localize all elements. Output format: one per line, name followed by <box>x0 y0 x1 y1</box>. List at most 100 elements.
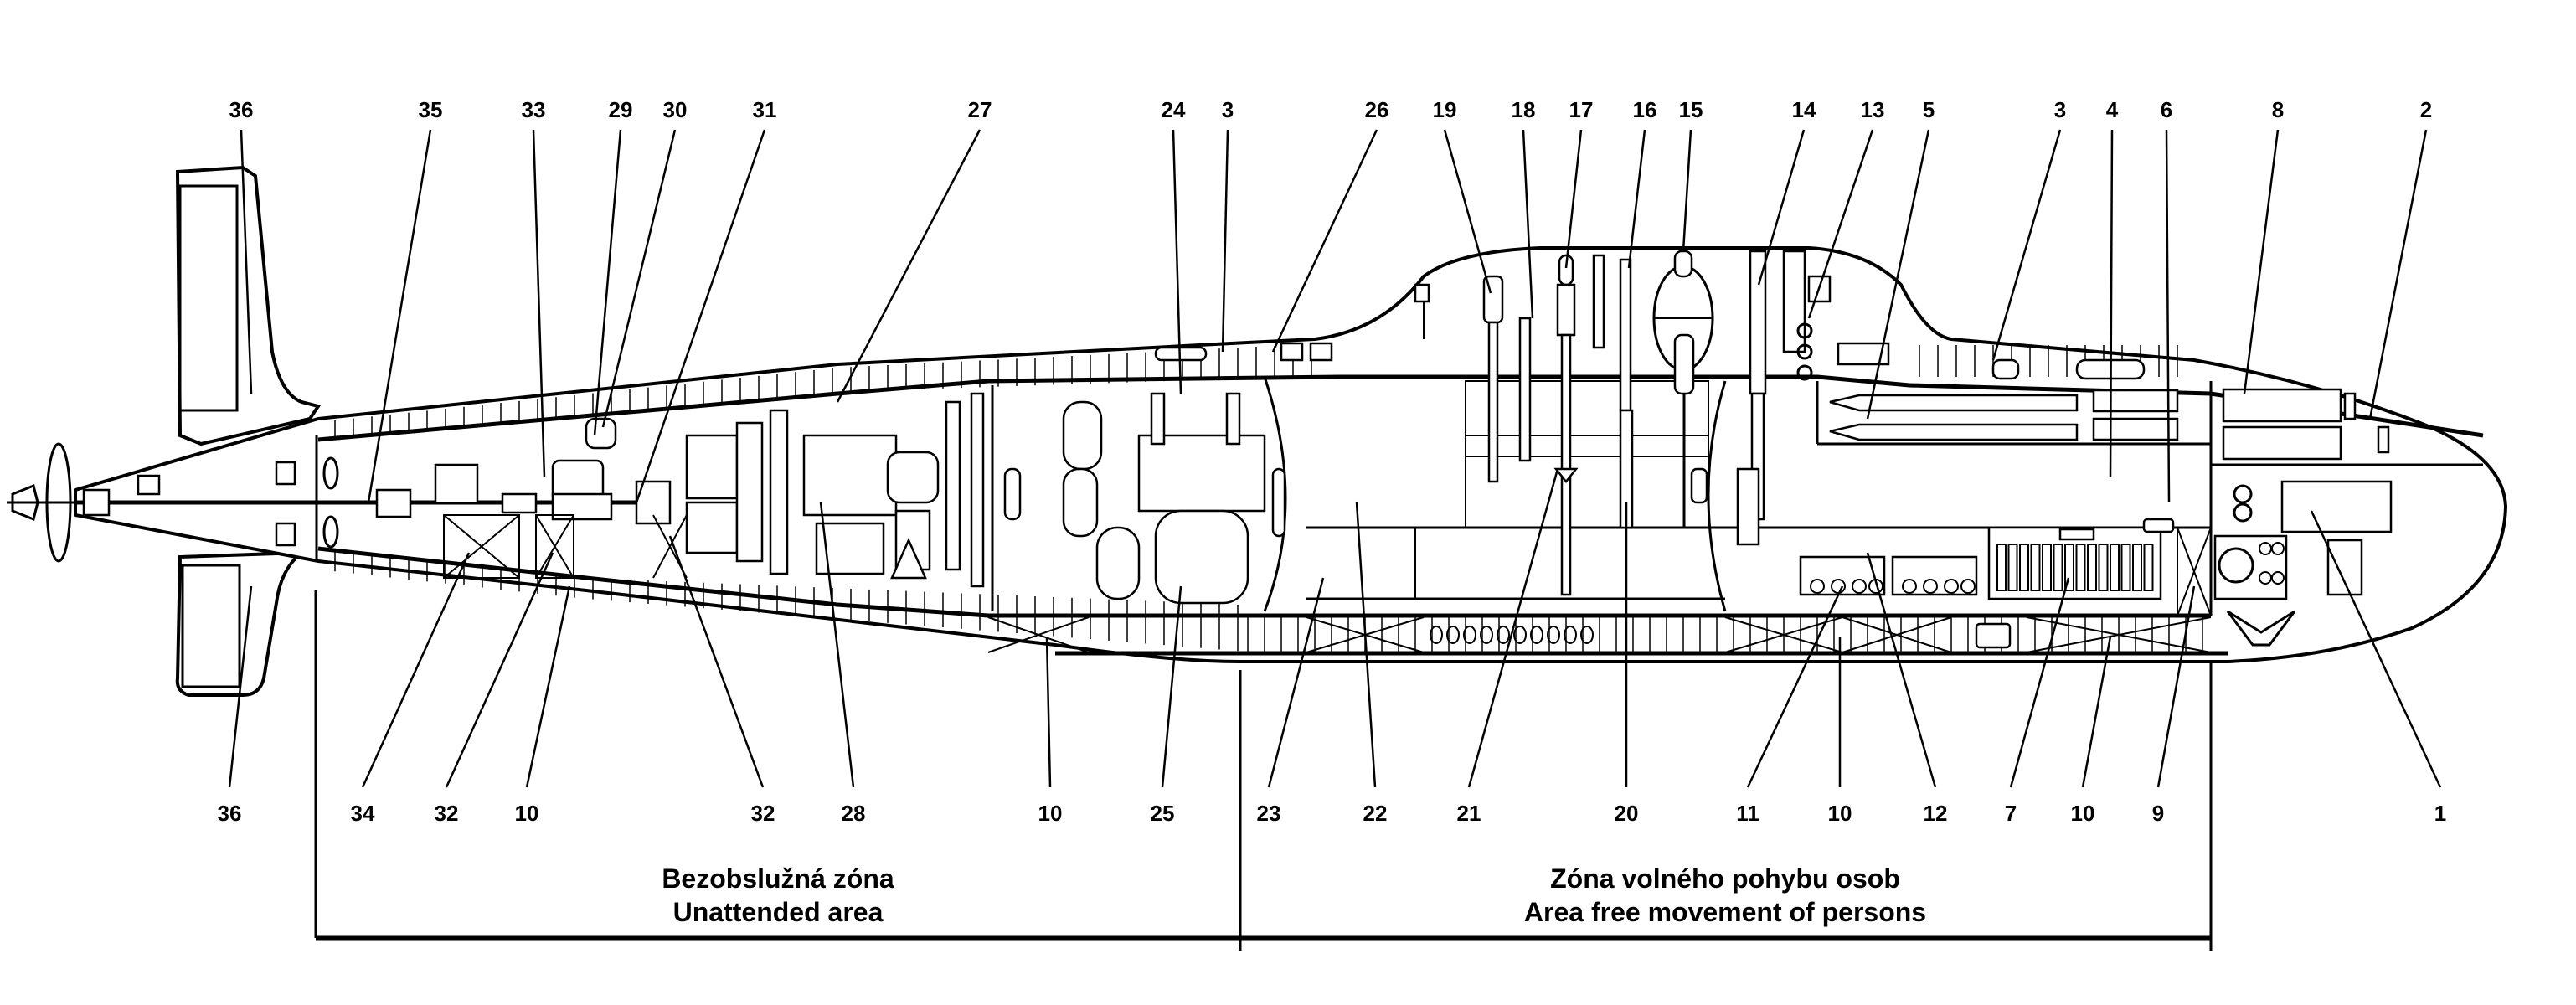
callout-number: 24 <box>1162 97 1186 122</box>
keel-brace <box>1724 616 1843 653</box>
zone-brackets: Bezobslužná zóna Unattended area Zóna vo… <box>314 590 2213 951</box>
callout-number: 10 <box>1038 801 1063 826</box>
zone-unattended-cs: Bezobslužná zóna <box>662 863 894 894</box>
callout-number: 14 <box>1792 97 1816 122</box>
leader-line <box>635 129 766 503</box>
keel-port <box>1530 626 1543 644</box>
propeller <box>7 442 75 563</box>
callout-number: 27 <box>968 97 992 122</box>
callout-number: 32 <box>751 801 775 826</box>
callout-number: 36 <box>229 97 254 122</box>
leader-line <box>1627 129 1646 269</box>
leader-line <box>532 129 546 478</box>
leader-line <box>1866 552 1937 788</box>
keel-brace <box>2026 616 2212 653</box>
callout-number: 3 <box>1222 97 1234 122</box>
battery-cell <box>2053 544 2063 591</box>
callout-number: 10 <box>1828 801 1852 826</box>
battery-cell <box>2087 544 2097 591</box>
leader-line <box>1564 129 1583 269</box>
leader-line <box>1522 129 1534 319</box>
leader-line <box>1172 129 1182 394</box>
callout-number: 34 <box>351 801 375 826</box>
keel-ballast-band <box>987 613 2228 656</box>
battery-cell <box>2030 544 2041 591</box>
keel-port <box>1480 626 1493 644</box>
battery-cell <box>2064 544 2074 591</box>
leader-line <box>1467 468 1559 788</box>
callout-number: 2 <box>2420 97 2432 122</box>
callout-number: 25 <box>1151 801 1175 826</box>
callout-number: 30 <box>663 97 688 122</box>
battery-cell <box>2098 544 2109 591</box>
callout-number: 4 <box>2106 97 2119 122</box>
battery-cell <box>2120 544 2131 591</box>
callout-number: 32 <box>435 801 459 826</box>
keel-port <box>1580 626 1594 644</box>
callout-number: 8 <box>2272 97 2284 122</box>
callout-number: 7 <box>2005 801 2017 826</box>
keel-port <box>1430 626 1443 644</box>
battery-cell <box>2075 544 2086 591</box>
callout-number: 5 <box>1923 97 1935 122</box>
callout-number: 10 <box>2071 801 2095 826</box>
callout-number: 31 <box>753 97 777 122</box>
callout-number: 3 <box>2054 97 2066 122</box>
callout-number: 22 <box>1363 801 1388 826</box>
battery-cell <box>2132 544 2142 591</box>
callout-number: 11 <box>1736 801 1759 826</box>
leader-line <box>836 129 981 403</box>
torpedo-room <box>1816 381 2483 647</box>
leader-line <box>1271 129 1378 353</box>
lower-rudder <box>175 550 307 697</box>
callout-number: 21 <box>1457 801 1481 826</box>
leader-line <box>1682 129 1692 252</box>
leader-line <box>367 129 432 503</box>
callout-number: 15 <box>1679 97 1703 122</box>
callout-number: 10 <box>515 801 539 826</box>
keel-port <box>1547 626 1560 644</box>
reactor-compartment <box>802 376 1287 612</box>
keel-port <box>1513 626 1527 644</box>
leader-line <box>445 552 554 788</box>
battery-cell <box>2019 544 2029 591</box>
leader-line <box>2243 129 2280 394</box>
callout-number: 13 <box>1861 97 1885 122</box>
leader-line <box>2165 129 2171 503</box>
leader-line <box>2109 129 2114 478</box>
callout-number: 19 <box>1433 97 1457 122</box>
callout-number: 17 <box>1569 97 1594 122</box>
leader-line <box>2310 510 2442 788</box>
zone-free-movement-en: Area free movement of persons <box>1524 897 1926 927</box>
keel-port <box>1497 626 1510 644</box>
callout-number: 33 <box>522 97 546 122</box>
battery-cell <box>2110 544 2120 591</box>
callout-number: 28 <box>842 801 866 826</box>
leader-line <box>668 535 765 788</box>
leader-line <box>1267 577 1325 788</box>
callout-number: 12 <box>1924 801 1948 826</box>
leader-line <box>2009 577 2070 788</box>
zone-free-movement-cs: Zóna volného pohybu osob <box>1550 863 1900 894</box>
leader-line <box>1866 129 1930 420</box>
stern-machinery <box>75 409 789 579</box>
callout-number: 16 <box>1633 97 1657 122</box>
battery-cell <box>2042 544 2052 591</box>
leader-line <box>1443 129 1492 294</box>
leader-line <box>1355 502 1377 788</box>
leader-line <box>1991 129 2062 361</box>
leader-line <box>819 502 855 788</box>
battery-cell <box>1996 544 2007 591</box>
callout-number: 6 <box>2161 97 2172 122</box>
leader-line <box>361 552 471 788</box>
battery-cell <box>2143 544 2154 591</box>
leader-line <box>1161 585 1182 788</box>
leader-lines <box>228 129 2442 788</box>
leader-line <box>1221 129 1229 353</box>
leader-line <box>1045 636 1052 788</box>
callout-number: 35 <box>419 97 443 122</box>
